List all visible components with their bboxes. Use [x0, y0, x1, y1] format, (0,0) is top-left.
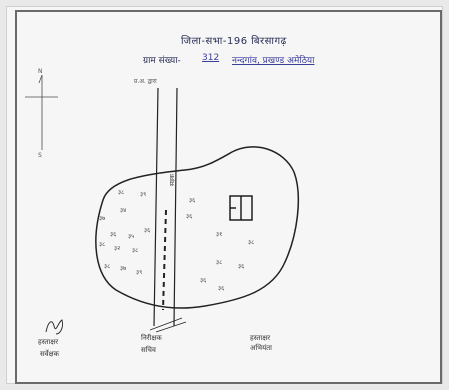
svg-text:N: N: [38, 68, 43, 75]
village-name: नन्दगांव, प्रखण्ड अमेठिया: [232, 56, 315, 66]
svg-text:S: S: [38, 152, 42, 159]
document-sheet: [6, 6, 443, 384]
road-note: प्र.अ. द्वारा: [134, 78, 157, 85]
road-lines: [149, 87, 187, 333]
plot-number-l: ३७: [120, 265, 127, 272]
plot-number-d: ३७: [99, 215, 106, 222]
village-number: 312: [202, 53, 220, 63]
plot-number-s: ३६: [238, 263, 245, 270]
signature-3-line1: हस्ताक्षर: [250, 334, 271, 342]
plot-number-p: ३१: [216, 231, 223, 238]
plot-number-m: ३९: [136, 269, 143, 276]
plot-number-f: ३५: [128, 233, 135, 240]
plot-number-i: ३२: [114, 245, 121, 252]
signature-3-line2: अभियंता: [250, 344, 272, 352]
plot-number-u: ३६: [218, 285, 225, 292]
plot-number-c: ३४: [120, 207, 127, 214]
plot-number-h: ३८: [99, 241, 106, 248]
plot-number-b: ३९: [140, 191, 147, 198]
road-label: सड़क: [169, 174, 176, 186]
plot-number-q: ३८: [248, 239, 255, 246]
signature-1-line1: हस्ताक्षर: [38, 338, 59, 346]
signature-scribble: [45, 319, 63, 335]
plot-number-t: ३६: [200, 277, 207, 284]
compass-icon: [25, 74, 58, 150]
plot-number-k: ३८: [104, 263, 111, 270]
building-icon: [229, 195, 253, 221]
village-label: ग्राम संख्या-: [143, 56, 181, 66]
plot-number-a: ३८: [118, 189, 125, 196]
plot-number-e: ३६: [110, 231, 117, 238]
document-border: [15, 10, 442, 384]
plot-number-r: ३८: [216, 259, 223, 266]
signature-1-line2: सर्वेक्षक: [40, 350, 60, 358]
signature-2-line2: सचिव: [141, 346, 156, 354]
plot-number-n: ३६: [189, 197, 196, 204]
plot-number-j: ३८: [132, 247, 139, 254]
plot-number-o: ३६: [186, 213, 193, 220]
document-title: जिला-सभा-196 बिरसागढ़: [181, 36, 287, 47]
village-boundary: [95, 146, 300, 309]
plot-number-g: ३६: [144, 227, 151, 234]
signature-2-line1: निरीक्षक: [141, 334, 162, 342]
